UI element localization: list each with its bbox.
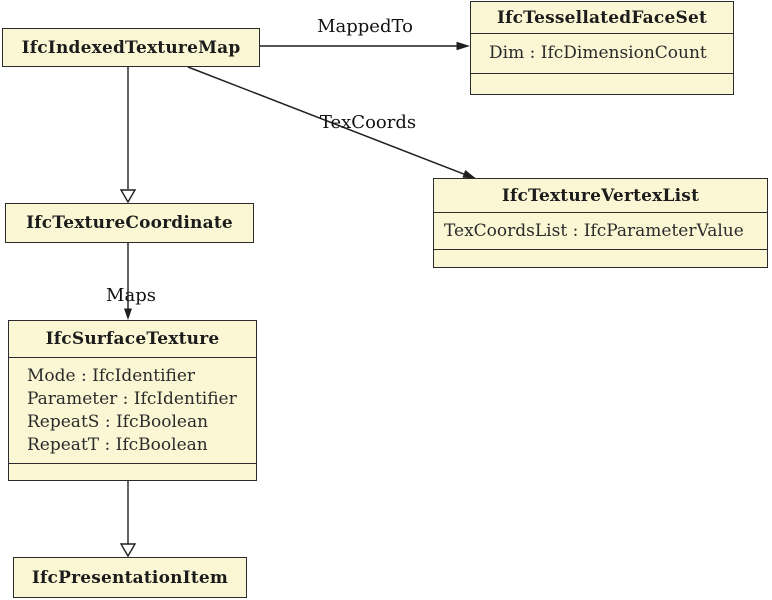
class-title: IfcTextureVertexList (501, 185, 700, 206)
edge-label-texcoords: TexCoords (319, 112, 417, 133)
inheritance-triangle-presentationitem (119, 543, 137, 558)
edge-label-maps: Maps (106, 285, 156, 306)
operations-compartment (434, 249, 767, 267)
node-ifc-texture-coordinate[interactable]: IfcTextureCoordinate (5, 203, 254, 243)
arrowhead-maps (124, 308, 132, 320)
attribute-line: Parameter : IfcIdentifier (27, 388, 237, 409)
node-ifc-indexed-texture-map[interactable]: IfcIndexedTextureMap (2, 28, 260, 67)
class-title: IfcPresentationItem (31, 567, 229, 588)
node-ifc-tessellated-face-set[interactable]: IfcTessellatedFaceSet Dim : IfcDimension… (470, 1, 734, 95)
operations-compartment (471, 73, 733, 94)
attribute-line: RepeatS : IfcBoolean (27, 411, 209, 432)
node-ifc-presentation-item[interactable]: IfcPresentationItem (13, 557, 247, 598)
class-title: IfcIndexedTextureMap (21, 37, 241, 58)
node-ifc-texture-vertex-list[interactable]: IfcTextureVertexList TexCoordsList : Ifc… (433, 178, 768, 268)
arrowhead-mappedto (456, 41, 470, 51)
attribute-compartment: Dim : IfcDimensionCount (471, 33, 733, 73)
class-title: IfcSurfaceTexture (45, 329, 220, 349)
attribute-compartment: Mode : IfcIdentifier Parameter : IfcIden… (9, 357, 256, 463)
operations-compartment (9, 463, 256, 480)
attribute-line: RepeatT : IfcBoolean (27, 434, 208, 455)
class-title: IfcTessellatedFaceSet (496, 7, 708, 28)
attribute-line: Mode : IfcIdentifier (27, 365, 196, 386)
edge-label-mappedto: MappedTo (317, 16, 413, 37)
attribute-line: TexCoordsList : IfcParameterValue (444, 220, 744, 241)
attribute-line: Dim : IfcDimensionCount (489, 43, 707, 63)
attribute-compartment: TexCoordsList : IfcParameterValue (434, 212, 767, 249)
class-title: IfcTextureCoordinate (26, 213, 233, 233)
node-ifc-surface-texture[interactable]: IfcSurfaceTexture Mode : IfcIdentifier P… (8, 320, 257, 481)
inheritance-triangle-texturecoordinate (119, 189, 137, 204)
